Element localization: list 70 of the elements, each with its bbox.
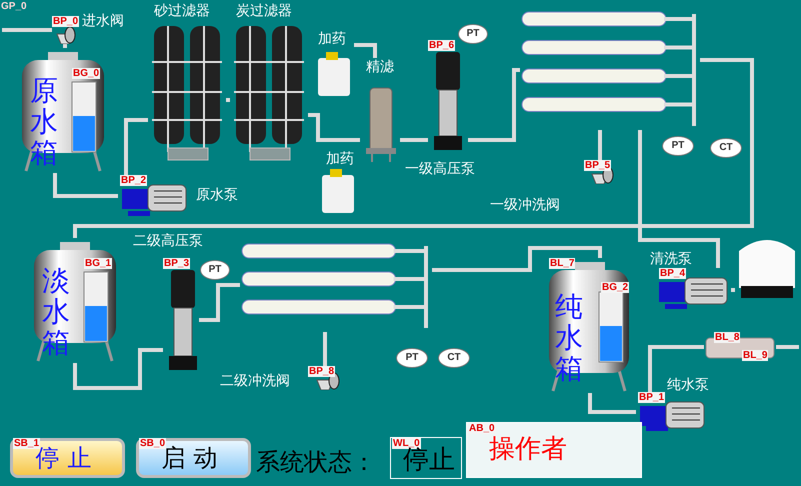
- gauge-label: PT: [404, 352, 420, 363]
- tag-label: BL_9: [742, 350, 768, 361]
- pipe: [2, 28, 52, 32]
- operator-label: 操作者: [489, 433, 567, 466]
- equipment-label: 纯水泵: [667, 376, 709, 394]
- pipe: [598, 130, 602, 160]
- equipment-label: 加药: [318, 30, 346, 48]
- gauge-dial: [662, 136, 694, 156]
- gauge-label: CT: [446, 352, 462, 363]
- tag-label: BP_4: [659, 268, 686, 279]
- pipe: [226, 98, 230, 102]
- pipe: [648, 345, 704, 392]
- gauge-label: PT: [208, 264, 222, 275]
- tag-label: BP_6: [428, 40, 456, 51]
- equipment-label: 加药: [326, 150, 354, 168]
- status-caption: 系统状态：: [256, 447, 376, 478]
- equipment-label: 原水泵: [196, 186, 238, 204]
- tag-label: BL_8: [714, 332, 740, 343]
- pipe: [432, 246, 602, 272]
- tag-label: SB_1: [13, 438, 40, 449]
- gauge-dial: [200, 260, 230, 280]
- pipe: [400, 138, 428, 142]
- pipe: [323, 332, 327, 366]
- equipment-label: 进水阀: [82, 12, 124, 30]
- tag-label: BP_2: [120, 175, 148, 186]
- pipe: [63, 44, 67, 48]
- equipment-label: 清洗泵: [650, 250, 692, 268]
- equipment-label: 精滤: [366, 58, 394, 76]
- tag-label: BG_1: [84, 258, 112, 269]
- operator-panel: [466, 422, 642, 478]
- gauge-dial: [458, 24, 488, 44]
- tank-label: 淡水箱: [42, 266, 70, 358]
- tag-label: AB_0: [468, 423, 496, 434]
- pipe: [124, 118, 148, 175]
- tank-label: 原水箱: [30, 76, 58, 168]
- pipe: [468, 68, 520, 142]
- gauge-dial: [438, 348, 470, 368]
- tag-label: BP_0: [52, 16, 80, 27]
- pipe: [588, 393, 636, 414]
- gauge-label: PT: [466, 28, 480, 39]
- tag-label: BL_7: [549, 258, 576, 269]
- tag-label: BP_8: [308, 366, 336, 377]
- tag-label: BP_1: [638, 392, 666, 403]
- gauge-dial: [396, 348, 428, 368]
- tag-label: BP_3: [163, 258, 190, 269]
- gauge-label: PT: [670, 140, 686, 151]
- equipment-label: 炭过滤器: [236, 2, 292, 20]
- tag-label: GP_0: [1, 1, 27, 12]
- equipment-label: 二级冲洗阀: [220, 372, 290, 390]
- pipe: [73, 348, 163, 390]
- pipe: [354, 43, 377, 58]
- pipe: [731, 288, 735, 292]
- equipment-label: 一级高压泵: [405, 160, 475, 178]
- equipment-label: 砂过滤器: [154, 2, 210, 20]
- tag-label: BG_0: [72, 68, 100, 79]
- pipe: [73, 58, 754, 238]
- gauge-dial: [710, 138, 742, 158]
- equipment-label: 一级冲洗阀: [490, 196, 560, 214]
- tag-label: SB_0: [139, 438, 166, 449]
- tag-label: BG_2: [601, 282, 630, 293]
- equipment-label: 二级高压泵: [133, 232, 203, 250]
- pipe: [638, 130, 720, 268]
- gauge-label: CT: [718, 142, 734, 153]
- tag-label: WL_0: [392, 438, 421, 449]
- pipe: [53, 173, 118, 198]
- pipe: [776, 345, 799, 349]
- status-display: [390, 437, 462, 479]
- pipe: [199, 283, 240, 322]
- pipe: [308, 113, 360, 142]
- tag-label: BP_5: [584, 160, 612, 171]
